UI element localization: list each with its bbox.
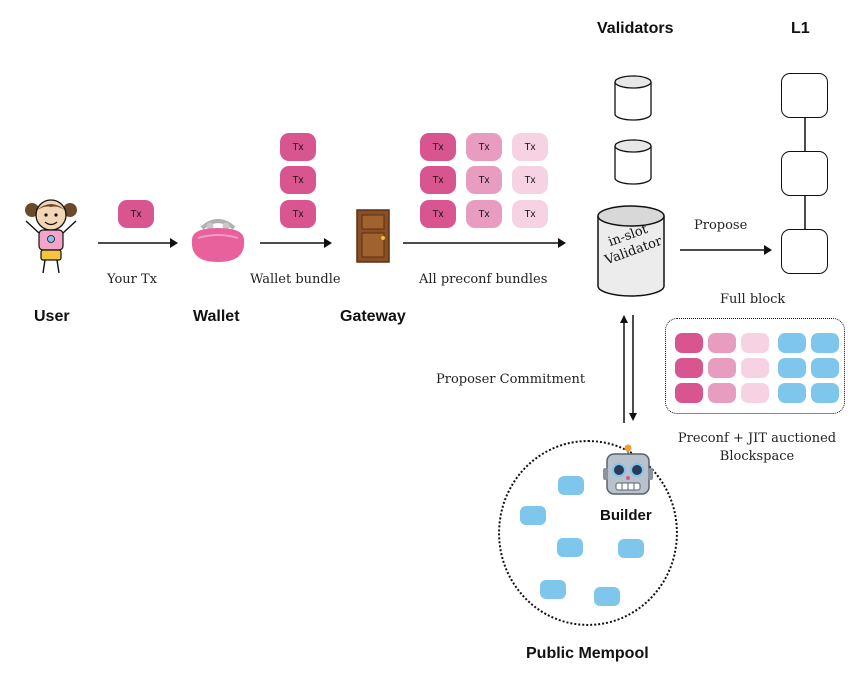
mempool-tx <box>618 539 644 558</box>
database-icon <box>614 139 652 185</box>
tx-chip: Tx <box>420 200 456 228</box>
l1-block <box>781 229 828 274</box>
user-icon <box>25 199 77 274</box>
label-your-tx: Your Tx <box>107 272 158 287</box>
label-full-block: Full block <box>720 292 786 307</box>
robot-icon <box>603 444 653 495</box>
arrow-wallet-gateway <box>260 238 332 248</box>
blockspace-slot <box>811 358 839 378</box>
blockspace-slot <box>741 333 769 353</box>
wallet-label: Wallet <box>193 308 240 325</box>
mempool-tx <box>557 538 583 557</box>
blockspace-box <box>665 318 845 414</box>
mempool-tx <box>558 476 584 495</box>
arrow-user-wallet <box>98 238 178 248</box>
label-propose: Propose <box>694 218 748 233</box>
blockspace-slot <box>741 358 769 378</box>
tx-chip: Tx <box>118 200 154 228</box>
blockspace-slot <box>741 383 769 403</box>
arrow-propose <box>680 245 772 255</box>
l1-chain-links <box>804 118 806 232</box>
label-wallet-bundle: Wallet bundle <box>250 272 341 287</box>
tx-chip: Tx <box>420 133 456 161</box>
tx-chip: Tx <box>512 133 548 161</box>
user-label: User <box>34 308 70 325</box>
tx-chip: Tx <box>420 166 456 194</box>
in-slot-validator-icon <box>597 205 665 297</box>
label-all-preconf-bundles: All preconf bundles <box>419 272 548 287</box>
blockspace-slot <box>675 358 703 378</box>
blockspace-slot <box>778 333 806 353</box>
tx-chip: Tx <box>512 200 548 228</box>
arrow-gateway-validator <box>403 238 566 248</box>
builder-label: Builder <box>600 507 652 524</box>
tx-chip: Tx <box>280 133 316 161</box>
wallet-icon <box>191 219 245 262</box>
blockspace-slot <box>811 333 839 353</box>
mempool-tx <box>520 506 546 525</box>
tx-chip: Tx <box>466 200 502 228</box>
arrow-proposer-commitment <box>620 315 637 423</box>
l1-block <box>781 73 828 118</box>
tx-chip: Tx <box>466 133 502 161</box>
blockspace-slot <box>708 333 736 353</box>
door-icon <box>356 209 390 263</box>
l1-header: L1 <box>791 20 810 37</box>
blockspace-slot <box>778 383 806 403</box>
blockspace-slot <box>811 383 839 403</box>
tx-chip: Tx <box>512 166 548 194</box>
blockspace-caption-line1: Preconf + JIT auctioned <box>677 431 837 446</box>
blockspace-slot <box>675 383 703 403</box>
mempool-tx <box>594 587 620 606</box>
l1-block <box>781 151 828 196</box>
label-proposer-commitment: Proposer Commitment <box>436 372 586 387</box>
blockspace-slot <box>675 333 703 353</box>
public-mempool-label: Public Mempool <box>526 645 649 662</box>
blockspace-slot <box>708 358 736 378</box>
tx-chip: Tx <box>280 166 316 194</box>
blockspace-caption-line2: Blockspace <box>719 449 795 464</box>
validators-header: Validators <box>597 20 674 37</box>
public-mempool-circle <box>498 440 678 626</box>
tx-chip: Tx <box>280 200 316 228</box>
tx-chip: Tx <box>466 166 502 194</box>
database-icon <box>614 75 652 121</box>
gateway-label: Gateway <box>340 308 406 325</box>
blockspace-slot <box>778 358 806 378</box>
blockspace-slot <box>708 383 736 403</box>
mempool-tx <box>540 580 566 599</box>
